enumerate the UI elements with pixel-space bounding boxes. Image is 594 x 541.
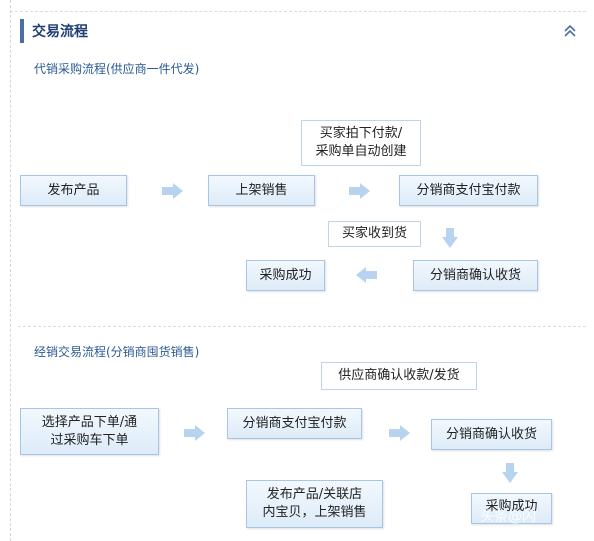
flow2-arrow-right-1-icon xyxy=(184,425,205,441)
flow2-pay-step: 分销商支付宝付款 xyxy=(227,408,362,439)
collapse-chevron-up-icon[interactable] xyxy=(563,24,577,38)
flow1-list-step: 上架销售 xyxy=(208,175,315,206)
flow1-arrow-left-icon xyxy=(356,267,377,283)
flow1-arrow-right-1-icon xyxy=(162,183,183,199)
section-accent-bar xyxy=(20,19,24,43)
flow2-arrow-down-icon xyxy=(502,463,518,483)
section-title: 交易流程 xyxy=(32,24,88,40)
flow1-subtitle: 代销采购流程(供应商一件代发) xyxy=(34,62,200,76)
flow1-publish-step: 发布产品 xyxy=(20,175,127,206)
watermark-text: 头条@闪 xyxy=(480,509,536,525)
flow2-order-step: 选择产品下单/通 过采购车下单 xyxy=(20,408,159,455)
flow2-supplier-note: 供应商确认收款/发货 xyxy=(321,362,477,390)
header-divider xyxy=(10,11,586,12)
flow2-subtitle: 经销交易流程(分销商囤货销售) xyxy=(34,345,200,359)
flow2-confirm-step: 分销商确认收货 xyxy=(431,419,552,450)
flow1-arrow-down-icon xyxy=(442,228,458,248)
flow1-arrow-right-2-icon xyxy=(349,183,370,199)
flow2-arrow-right-2-icon xyxy=(389,425,410,441)
flow1-confirm-step: 分销商确认收货 xyxy=(413,260,538,291)
panel-left-border xyxy=(10,0,11,541)
flow1-received-note: 买家收到货 xyxy=(328,221,421,247)
flow2-success-step: 采购成功 xyxy=(471,493,552,524)
flow1-success-step: 采购成功 xyxy=(246,260,325,291)
flow1-pay-step: 分销商支付宝付款 xyxy=(399,175,538,206)
flow2-publish-step: 发布产品/关联店 内宝贝，上架销售 xyxy=(246,480,383,528)
flow1-buyer-pays-note: 买家拍下付款/ 采购单自动创建 xyxy=(301,120,421,166)
section-divider xyxy=(18,326,586,327)
